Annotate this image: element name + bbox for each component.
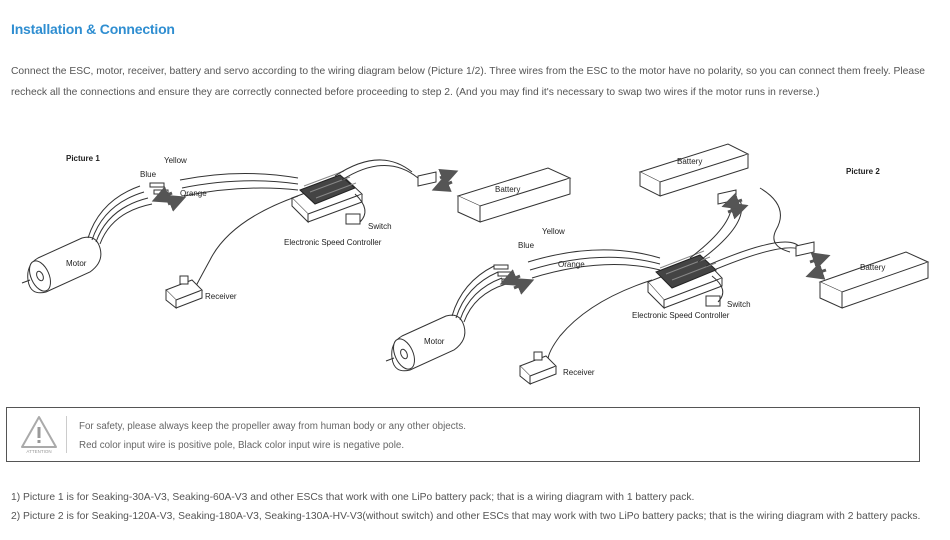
page-title: Installation & Connection <box>11 21 175 37</box>
label-blue-1: Blue <box>140 170 157 179</box>
label-battery-2-top: Battery <box>677 157 702 166</box>
wiring-diagram: Picture 1 Yellow Blue Orange Motor Recei… <box>21 143 930 386</box>
label-esc-1: Electronic Speed Controller <box>284 238 382 247</box>
intro-text: Connect the ESC, motor, receiver, batter… <box>11 61 941 103</box>
label-orange-1: Orange <box>180 189 207 198</box>
warning-divider <box>66 416 67 453</box>
motor-wires-1 <box>87 185 153 245</box>
battery-wire-2d <box>713 247 807 271</box>
receiver-2 <box>519 351 557 386</box>
motor-1 <box>21 236 102 294</box>
label-motor-2: Motor <box>424 337 445 346</box>
esc-2 <box>647 250 723 310</box>
label-yellow-2: Yellow <box>542 227 565 236</box>
intro-line-1: Connect the ESC, motor, receiver, batter… <box>11 66 926 77</box>
picture-1-title: Picture 1 <box>66 154 100 163</box>
switch-wire-1 <box>354 193 366 223</box>
notes: 1) Picture 1 is for Seaking-30A-V3, Seak… <box>11 488 920 526</box>
esc-1 <box>291 170 363 225</box>
label-battery-1: Battery <box>495 185 520 194</box>
receiver-1 <box>165 275 203 310</box>
warning-icon-caption: ATTENTION <box>26 449 51 454</box>
picture-2-title: Picture 2 <box>846 167 880 176</box>
label-motor-1: Motor <box>66 259 87 268</box>
battery-1 <box>417 167 572 223</box>
switch-wire-2 <box>711 275 724 303</box>
motor-2 <box>385 314 466 372</box>
label-blue-2: Blue <box>518 241 535 250</box>
picture-2 <box>385 143 930 386</box>
label-esc-2: Electronic Speed Controller <box>632 311 730 320</box>
receiver-wire-2 <box>547 279 653 361</box>
receiver-wire-1 <box>195 195 299 287</box>
battery-wire-2c <box>705 241 801 267</box>
warning-line-1: For safety, please always keep the prope… <box>79 421 466 432</box>
battery-wire-2a <box>689 195 733 259</box>
safety-warning-box: ATTENTION For safety, please always keep… <box>6 407 920 462</box>
label-battery-2-right: Battery <box>860 263 885 272</box>
intro-line-2: recheck all the connections and ensure t… <box>11 87 820 98</box>
battery-wire-1b <box>341 165 419 181</box>
picture-1 <box>21 159 572 310</box>
note-1: 1) Picture 1 is for Seaking-30A-V3, Seak… <box>11 492 695 503</box>
series-wire <box>759 187 791 253</box>
battery-2-right <box>795 241 930 309</box>
label-receiver-2: Receiver <box>563 368 595 377</box>
label-switch-1: Switch <box>368 222 392 231</box>
label-orange-2: Orange <box>558 260 585 269</box>
warning-line-2: Red color input wire is positive pole, B… <box>79 440 405 451</box>
label-receiver-1: Receiver <box>205 292 237 301</box>
battery-wire-1a <box>334 159 413 177</box>
esc-motor-wires-1 <box>149 172 299 202</box>
warning-triangle-icon: ATTENTION <box>18 413 60 460</box>
motor-wires-2 <box>451 265 507 323</box>
label-switch-2: Switch <box>727 300 751 309</box>
battery-2-top <box>638 143 750 205</box>
label-yellow-1: Yellow <box>164 156 187 165</box>
note-2: 2) Picture 2 is for Seaking-120A-V3, Sea… <box>11 511 921 522</box>
